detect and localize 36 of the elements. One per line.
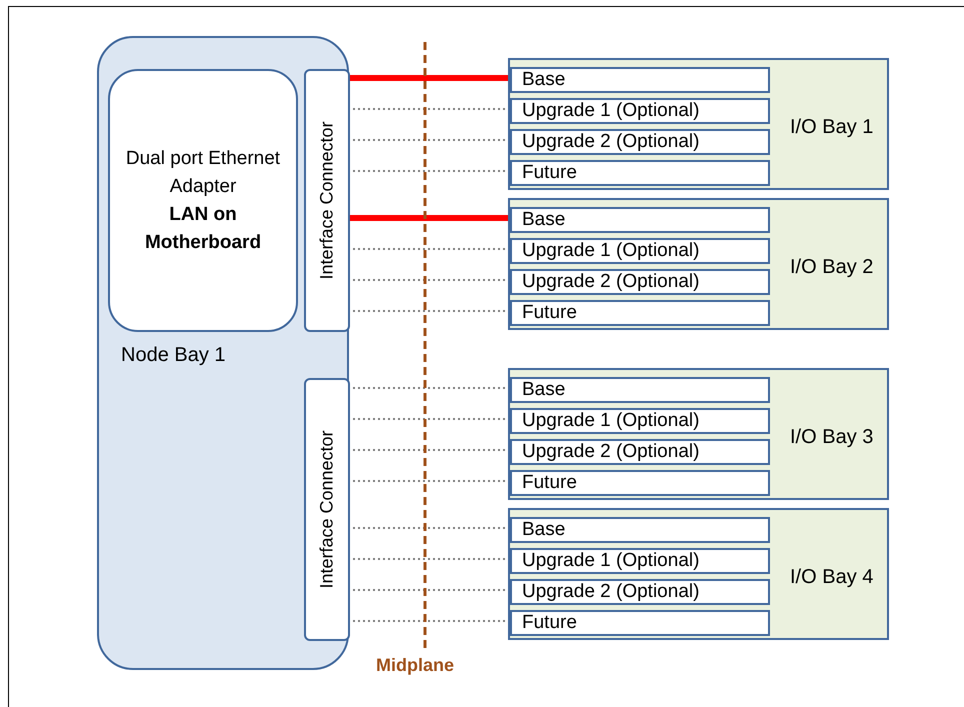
midplane-label: Midplane — [376, 655, 454, 676]
slot-box: Upgrade 2 (Optional) — [510, 439, 770, 465]
slot-box: Base — [510, 517, 770, 543]
panel-title: Node Bay 1 — [121, 344, 226, 367]
bay-title: I/O Bay 2 — [790, 256, 874, 279]
connector-label: Interface Connector — [316, 121, 338, 280]
io-bay-panel — [508, 198, 889, 330]
connection-line — [348, 75, 508, 81]
slot-box: Future — [510, 610, 770, 636]
io-bay-panel — [508, 368, 889, 500]
slot-box: Base — [510, 207, 770, 233]
bay-title: I/O Bay 1 — [790, 116, 874, 139]
slot-box: Upgrade 1 (Optional) — [510, 238, 770, 264]
adapter-label: Dual port Ethernet Adapter — [124, 146, 282, 198]
slot-box: Base — [510, 377, 770, 403]
slot-box: Upgrade 1 (Optional) — [510, 98, 770, 124]
connector-label: Interface Connector — [316, 430, 338, 589]
slot-box: Future — [510, 300, 770, 326]
slot-box: Future — [510, 160, 770, 186]
io-bay-panel — [508, 58, 889, 190]
slot-box: Upgrade 2 (Optional) — [510, 129, 770, 155]
adapter-box — [108, 69, 298, 332]
node-bay-panel — [97, 36, 349, 670]
connector-box — [304, 378, 350, 641]
slot-box: Upgrade 2 (Optional) — [510, 579, 770, 605]
bay-title: I/O Bay 4 — [790, 566, 874, 589]
adapter-label: LAN on Motherboard — [144, 202, 262, 254]
bay-title: I/O Bay 3 — [790, 426, 874, 449]
slot-box: Upgrade 1 (Optional) — [510, 408, 770, 434]
connection-line — [348, 215, 508, 221]
slot-box: Upgrade 1 (Optional) — [510, 548, 770, 574]
connector-box — [304, 69, 350, 332]
slot-box: Future — [510, 470, 770, 496]
io-bay-panel — [508, 508, 889, 640]
slot-box: Upgrade 2 (Optional) — [510, 269, 770, 295]
slot-box: Base — [510, 67, 770, 93]
